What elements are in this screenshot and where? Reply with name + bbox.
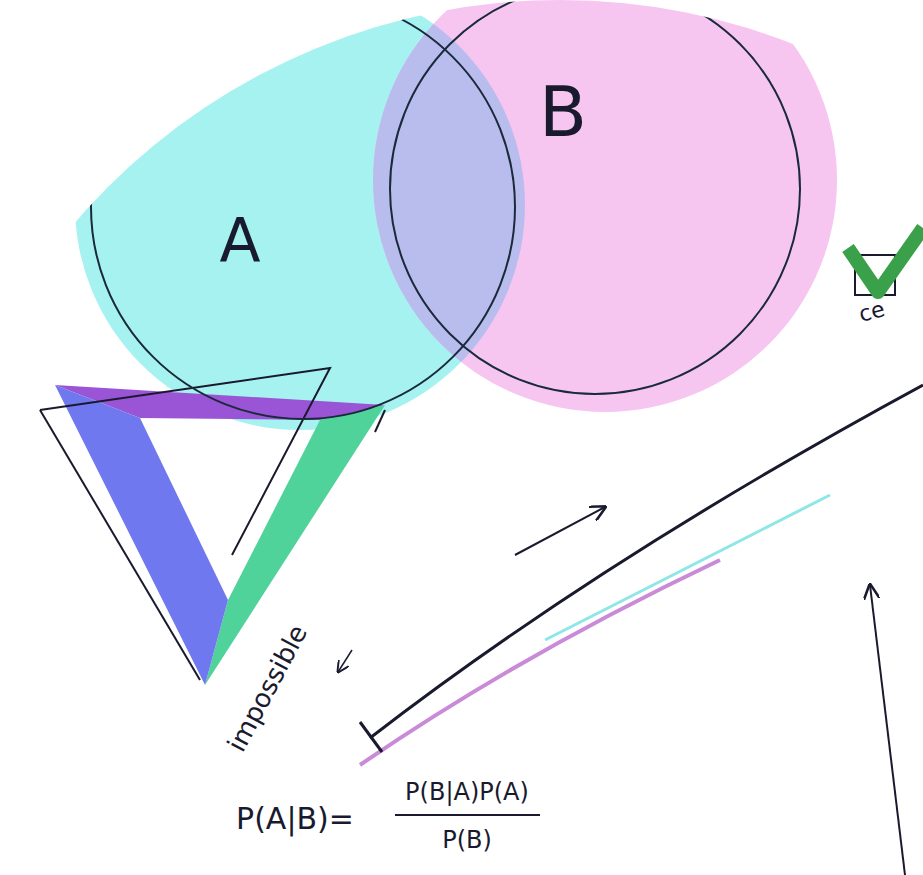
set-circle: A [88, 0, 518, 422]
formula-numerator: P(B|A)P(A) [405, 779, 529, 805]
circle-outline [388, 0, 802, 396]
scale-highlight [360, 560, 720, 765]
scale-tick [360, 722, 382, 752]
set-name: B [539, 77, 587, 147]
scale-end-label: impossible [223, 620, 314, 756]
triangle-outline [375, 410, 385, 432]
scale-end-label: ce [856, 297, 887, 327]
circle-outline [91, 0, 515, 419]
direction-arrow [515, 507, 605, 555]
overlap-fill [373, 0, 837, 412]
checkmark [848, 228, 923, 292]
up-arrow [870, 585, 905, 875]
triangle-outline [40, 368, 330, 555]
pointer-arrow [338, 650, 352, 672]
set-name: A [219, 210, 260, 270]
formula-text: P(A|B)= [236, 802, 354, 835]
set-circle: B [388, 0, 802, 396]
formula-denominator: P(B) [442, 827, 492, 853]
circle-outline [390, 0, 800, 394]
fraction-bar [395, 814, 540, 816]
triangle-band [55, 385, 228, 685]
triangle-outline [40, 410, 200, 680]
circle-outline [88, 0, 518, 422]
set-b-fill [373, 0, 837, 412]
probability-scale [370, 385, 923, 738]
